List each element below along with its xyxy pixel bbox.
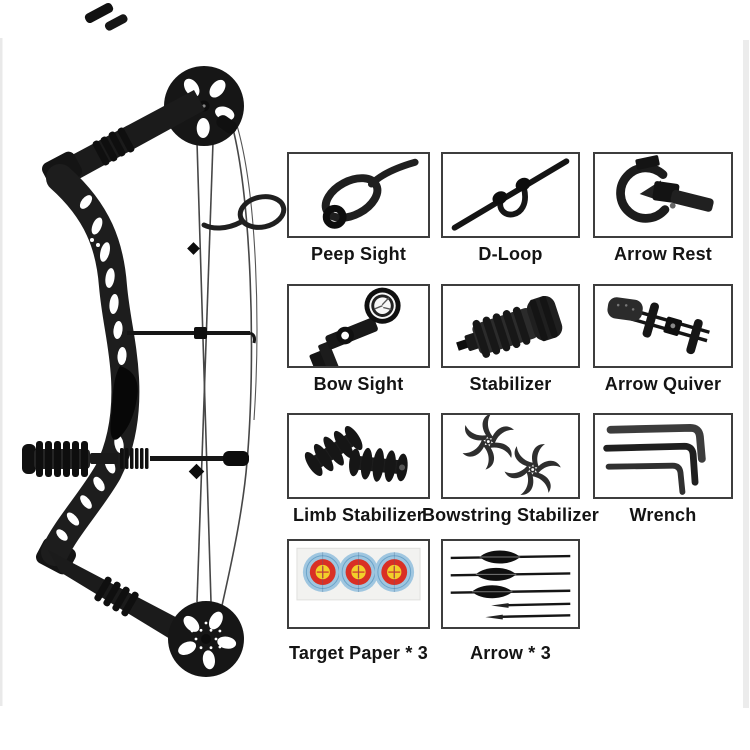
target-face [302,552,343,592]
cell-arrow-rest: Arrow Rest [593,152,733,264]
riser [41,164,140,566]
accessory-label: Target Paper * 3 [289,643,428,663]
accessory-label: Stabilizer [469,374,552,394]
dloop-cord [201,194,287,231]
cell-wrench: Wrench [593,413,733,525]
limb-stabilizer-image [287,413,430,499]
cell-bow-sight: Bow Sight [287,284,430,394]
target-face [374,552,415,592]
peep-on-string [187,242,200,255]
target-paper-image [287,539,430,629]
cell-target-paper: Target Paper * 3 [287,539,430,663]
top-limb [57,90,205,185]
stabilizer-image [441,284,580,368]
accessory-label: Bowstring Stabilizer [421,505,600,525]
accessory-label: Arrow Quiver [604,374,722,394]
compound-bow-image [0,2,287,706]
accessory-label: Arrow * 3 [470,643,551,663]
peep-sight-image [287,152,430,238]
d-loop-image [441,152,580,238]
arrow-rest-image [593,152,733,238]
string-damper [188,463,205,480]
bottom-cam [168,601,244,677]
wrench-image [593,413,733,499]
cell-arrow: Arrow * 3 [441,539,580,663]
cell-stabilizer: Stabilizer [441,284,580,394]
grip [110,366,138,440]
accessory-label: Limb Stabilizer [292,505,425,525]
cell-bowstring-stabilizer: Bowstring Stabilizer [422,413,599,525]
accessory-label: Wrench [629,505,697,525]
accessory-label: Peep Sight [310,244,407,264]
arrow-image [441,539,580,629]
arrow-quiver-image [593,284,733,368]
front-stabilizer [22,441,249,477]
cell-peep-sight: Peep Sight [287,152,430,264]
bowstring-stabilizer-image [441,413,580,499]
bow-strings [196,117,258,611]
accessory-label: Bow Sight [313,374,404,394]
bow-sight-image [287,284,430,368]
accessory-label: Arrow Rest [613,244,713,264]
photo-edge-right [743,40,749,708]
photo-edge-left [0,38,3,706]
cell-arrow-quiver: Arrow Quiver [593,284,733,394]
accessory-label: D-Loop [478,244,543,264]
cell-d-loop: D-Loop [441,152,580,264]
riser-cutouts [56,195,127,541]
cell-limb-stabilizer: Limb Stabilizer [287,413,430,525]
target-face [338,552,379,592]
